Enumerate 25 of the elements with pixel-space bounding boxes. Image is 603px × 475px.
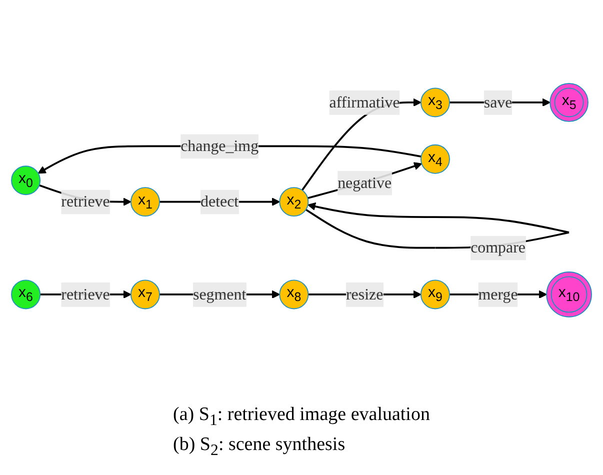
edge-label: detect <box>200 192 239 210</box>
edge-label: segment <box>193 285 246 303</box>
edge-label: affirmative <box>329 93 400 111</box>
node-circle: x$_{0}$ <box>11 165 41 195</box>
node-circle: x$_{10}$ <box>546 271 592 318</box>
arrow <box>307 162 422 199</box>
node-circle: x$_{7}$ <box>130 280 160 309</box>
edge-label: retrieve <box>61 285 110 303</box>
node-circle: x$_{3}$ <box>420 88 450 117</box>
node-circle: x$_{1}$ <box>130 186 160 216</box>
edge-label: change_img <box>180 136 259 155</box>
edge-label: retrieve <box>61 192 110 210</box>
figure-caption: (b) S$_{2}$: scene synthesis <box>173 434 346 460</box>
node-circle: x$_{8}$ <box>279 280 309 309</box>
edge-label: compare <box>470 238 526 256</box>
node-circle: x$_{9}$ <box>420 280 450 309</box>
figure-caption: (a) S$_{1}$: retrieved image evaluation <box>173 404 430 430</box>
edge-label: resize <box>346 285 384 303</box>
node-circle: x$_{6}$ <box>11 280 41 309</box>
node-circle: x$_{2}$ <box>279 186 309 216</box>
node-circle: x$_{5}$ <box>550 82 588 122</box>
edge-label: save <box>484 93 512 111</box>
edge-label: negative <box>338 174 392 192</box>
edge-label: merge <box>478 285 518 303</box>
node-circle: x$_{4}$ <box>420 144 450 174</box>
